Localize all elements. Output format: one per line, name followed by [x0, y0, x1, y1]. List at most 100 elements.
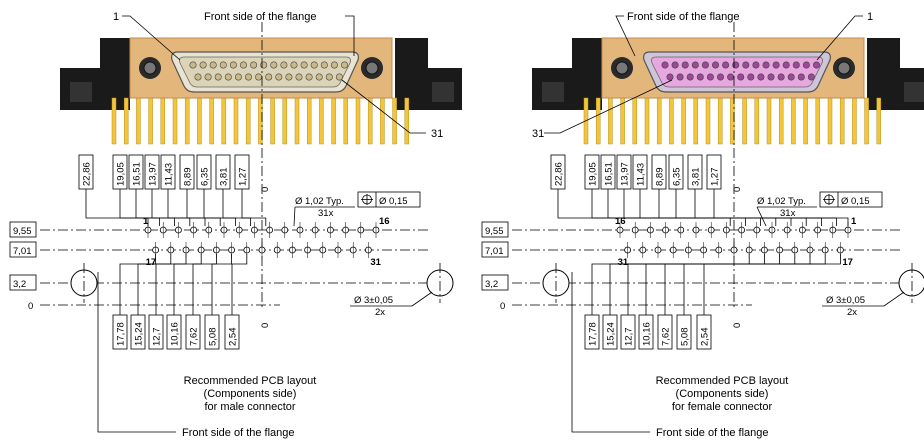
pcb-pin: [404, 97, 410, 145]
pin-number-row-a-start: 16: [615, 216, 626, 227]
mount-annotation-leader: [411, 291, 433, 307]
pcb-pin: [197, 97, 202, 145]
front-flange-label-bottom: Front side of the flange: [182, 427, 295, 439]
dimension-value-top: 8,89: [183, 168, 194, 187]
contact-pin: [722, 61, 730, 69]
dimension-leader-bottom: [645, 254, 796, 315]
dimension-leader-top: [119, 189, 160, 226]
pcb-pins: [111, 97, 410, 145]
contact-pin: [250, 61, 258, 69]
contact-pin: [320, 61, 328, 69]
mount-hole-diameter-label: Ø 3±0,05: [826, 295, 865, 306]
bracket-slot-right: [432, 82, 454, 102]
dimension-value-bottom: 7,62: [189, 328, 200, 347]
zero-label-vertical: 0: [500, 301, 505, 312]
dimension-value-bottom: 15,24: [606, 322, 617, 346]
dimension-leader-top: [713, 189, 731, 226]
dimension-value-top: 13,97: [148, 162, 159, 186]
pin-1-label: 1: [867, 11, 873, 23]
contact-pin: [260, 61, 268, 69]
contact-pin: [255, 73, 263, 81]
contact-pin: [265, 73, 273, 81]
dimension-leader-top: [222, 189, 252, 226]
dimension-value-top: 11,43: [164, 163, 175, 186]
zero-label-bottom: 0: [732, 323, 743, 328]
contact-pin: [681, 61, 689, 69]
dimension-value-bottom: 10,16: [642, 322, 653, 346]
dimension-leader-bottom: [192, 254, 217, 315]
pin-number-row-a-start: 1: [143, 216, 149, 227]
pcb-pin: [355, 97, 361, 145]
contact-pin: [757, 73, 765, 81]
contact-pin: [812, 61, 820, 69]
dimension-box-vertical: [481, 221, 509, 238]
dimension-value-vertical: 7,01: [13, 246, 32, 257]
dimension-value-top: 16,51: [132, 162, 143, 186]
tolerance-frame: [819, 191, 883, 208]
dimension-leader-top: [85, 189, 149, 226]
contact-pin: [295, 73, 303, 81]
pcb-pin: [294, 97, 300, 145]
dimension-leader-top: [203, 189, 236, 226]
pcb-pin: [778, 97, 784, 145]
dimension-value-top: 11,43: [636, 163, 647, 186]
pcb-pin: [681, 97, 686, 145]
dimension-value-top: 22,86: [554, 162, 565, 186]
contact-pin: [732, 61, 740, 69]
hole-diameter-label: Ø 1,02 Typ.: [757, 196, 806, 207]
pin-number-row-b-end: 17: [842, 257, 853, 268]
contact-pin: [340, 61, 348, 69]
contact-pin: [285, 73, 293, 81]
pcb-pin: [852, 97, 857, 145]
zero-label-top: 0: [260, 187, 271, 192]
screw-head: [837, 61, 851, 75]
bracket-slot-right: [904, 82, 924, 102]
dimension-leader-top: [623, 189, 807, 226]
dimension-value-bottom: 5,08: [680, 328, 691, 347]
dimension-leader-top: [167, 189, 206, 226]
hole-annotation-leader: [293, 206, 296, 227]
contact-pin: [727, 73, 735, 81]
caption-line-3: for female connector: [672, 401, 773, 413]
mount-hole-count-label: 2x: [375, 307, 385, 318]
contact-pins: [661, 61, 820, 81]
contact-pin: [676, 73, 684, 81]
pin-1-leader: [816, 15, 863, 61]
pcb-pin: [111, 97, 117, 145]
dimension-value-top: 6,35: [672, 168, 683, 187]
tolerance-frame: [357, 191, 421, 208]
pcb-pin: [136, 97, 141, 145]
dimension-leader-bottom: [155, 254, 187, 315]
contact-pin: [706, 73, 714, 81]
pin-number-row-a-end: 1: [851, 216, 857, 227]
pcb-pin: [233, 97, 239, 145]
screw-head: [365, 61, 379, 75]
contact-pin: [807, 73, 815, 81]
dimension-leader-bottom: [137, 254, 172, 315]
flange-leader-bottom: [97, 272, 176, 433]
dimension-leader-top: [557, 189, 849, 226]
dimension-box-vertical: [481, 274, 509, 291]
contact-pin: [792, 61, 800, 69]
dimension-value-top: 19,05: [116, 162, 127, 186]
flange-leader-top: [615, 15, 636, 57]
pcb-pin: [319, 97, 324, 145]
dimension-leader-bottom: [683, 254, 765, 315]
pcb-holes: [542, 222, 924, 303]
pcb-pin: [827, 97, 833, 145]
contact-pin: [270, 61, 278, 69]
dimension-value-top: 1,27: [710, 168, 721, 187]
dimension-value-bottom: 5,08: [208, 328, 219, 347]
caption-line-1: Recommended PCB layout: [184, 375, 317, 387]
contact-pin: [742, 61, 750, 69]
front-flange-label-top: Front side of the flange: [204, 11, 317, 23]
pcb-pin: [123, 97, 129, 145]
pcb-pin: [270, 97, 275, 145]
contact-pin: [189, 61, 197, 69]
dimension-box-vertical: [9, 221, 37, 238]
front-flange-label-bottom: Front side of the flange: [656, 427, 769, 439]
contact-pin: [219, 61, 227, 69]
contact-pin: [762, 61, 770, 69]
pcb-pin: [705, 97, 711, 145]
